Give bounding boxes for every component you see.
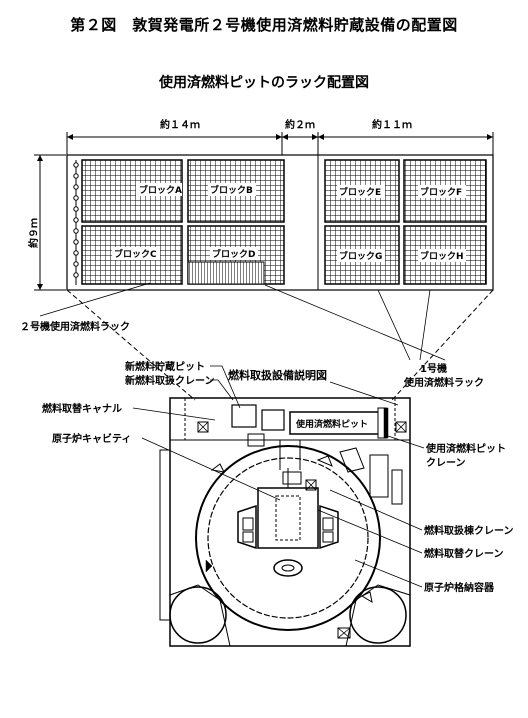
dim-height-9m: 約９ｍ [27, 218, 40, 248]
label-pit-crane-line1: 使用済燃料ピット [425, 442, 506, 455]
block-label-f: ブロックF [420, 186, 462, 198]
block-label-h: ブロックH [420, 250, 464, 262]
rack-side-markers [73, 160, 79, 285]
fuel-handling-plan [159, 397, 411, 647]
label-transfer-canal: 燃料取替キャナル [42, 402, 122, 415]
label-pit-crane-line2: クレーン [426, 457, 466, 469]
dimension-arrows [37, 134, 493, 290]
label-handling-title: 燃料取扱設備説明図 [227, 368, 327, 382]
page-title: 第２図 敦賀発電所２号機使用済燃料貯蔵設備の配置図 [70, 16, 458, 34]
block-label-c: ブロックC [114, 248, 157, 260]
rack-leader-lines [39, 282, 446, 361]
block-label-e: ブロックE [339, 186, 381, 198]
plan-containment [195, 445, 381, 631]
plan-reactor-cavity [257, 487, 319, 549]
diagram-subtitle: 使用済燃料ピットのラック配置図 [159, 75, 369, 91]
dimension-lines [34, 132, 494, 291]
spent-fuel-pit-outline [66, 154, 494, 291]
plan-spent-fuel-pit-label: 使用済燃料ピット [295, 418, 368, 430]
label-building-crane: 燃料取扱棟クレーン [424, 524, 514, 537]
block-label-d: ブロックD [212, 248, 255, 260]
dim-middle-2m: 約２ｍ [285, 118, 315, 131]
plan-outer-wall [169, 397, 411, 647]
label-refuel-crane: 燃料取替クレーン [424, 547, 504, 560]
label-unit2-rack: ２号機使用済燃料ラック [20, 320, 130, 333]
dim-left-14m: 約１４ｍ [160, 118, 200, 131]
block-labels: ブロックA ブロックB ブロックC ブロックD ブロックE ブロックF ブロック… [112, 183, 466, 262]
label-new-fuel-crane: 新燃料取扱クレーン [125, 374, 215, 387]
block-label-g: ブロックG [339, 250, 382, 262]
label-reactor-cavity: 原子炉キャビティ [52, 432, 131, 445]
rack-blocks [81, 159, 487, 285]
label-new-fuel-pit: 新燃料貯蔵ピット [125, 360, 205, 373]
block-label-a: ブロックA [139, 184, 182, 196]
label-containment: 原子炉格納容器 [424, 581, 495, 594]
label-unit1-line1: 1号機 [420, 362, 447, 375]
plan-leader-lines [132, 365, 425, 588]
projection-lines [66, 289, 494, 401]
label-unit1-line2: 使用済燃料ラック [403, 376, 484, 389]
dim-right-11m: 約１１ｍ [372, 118, 412, 131]
block-label-b: ブロックB [210, 184, 253, 196]
rack-block-d-lower [187, 261, 265, 285]
